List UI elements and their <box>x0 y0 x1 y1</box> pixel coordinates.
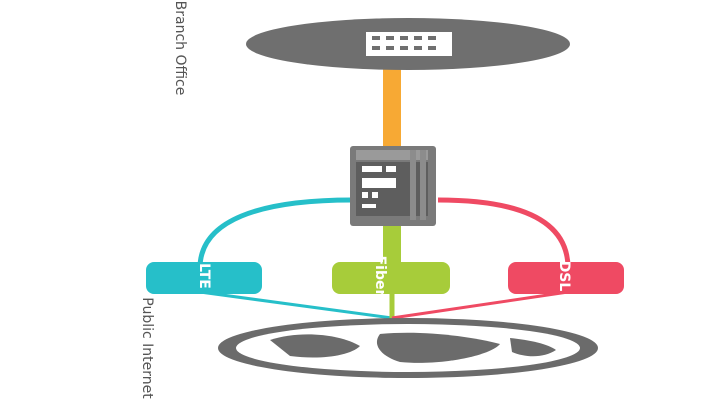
branch-office-label: Branch Office <box>172 0 188 96</box>
lte-label: LTE <box>196 263 212 289</box>
dsl-curve <box>437 197 571 269</box>
router-icon <box>350 146 436 226</box>
lte-to-internet <box>199 290 393 320</box>
public-internet-label: Public Internet <box>139 297 155 399</box>
lte-box <box>146 262 262 294</box>
dsl-to-internet <box>391 290 569 320</box>
fiber-box <box>332 262 450 294</box>
dsl-label: DSL <box>556 260 572 292</box>
lte-curve <box>197 197 353 269</box>
globe-icon <box>218 318 598 378</box>
building-icon <box>360 32 452 56</box>
dsl-box <box>508 262 624 294</box>
fiber-label: Fiber <box>372 255 388 297</box>
